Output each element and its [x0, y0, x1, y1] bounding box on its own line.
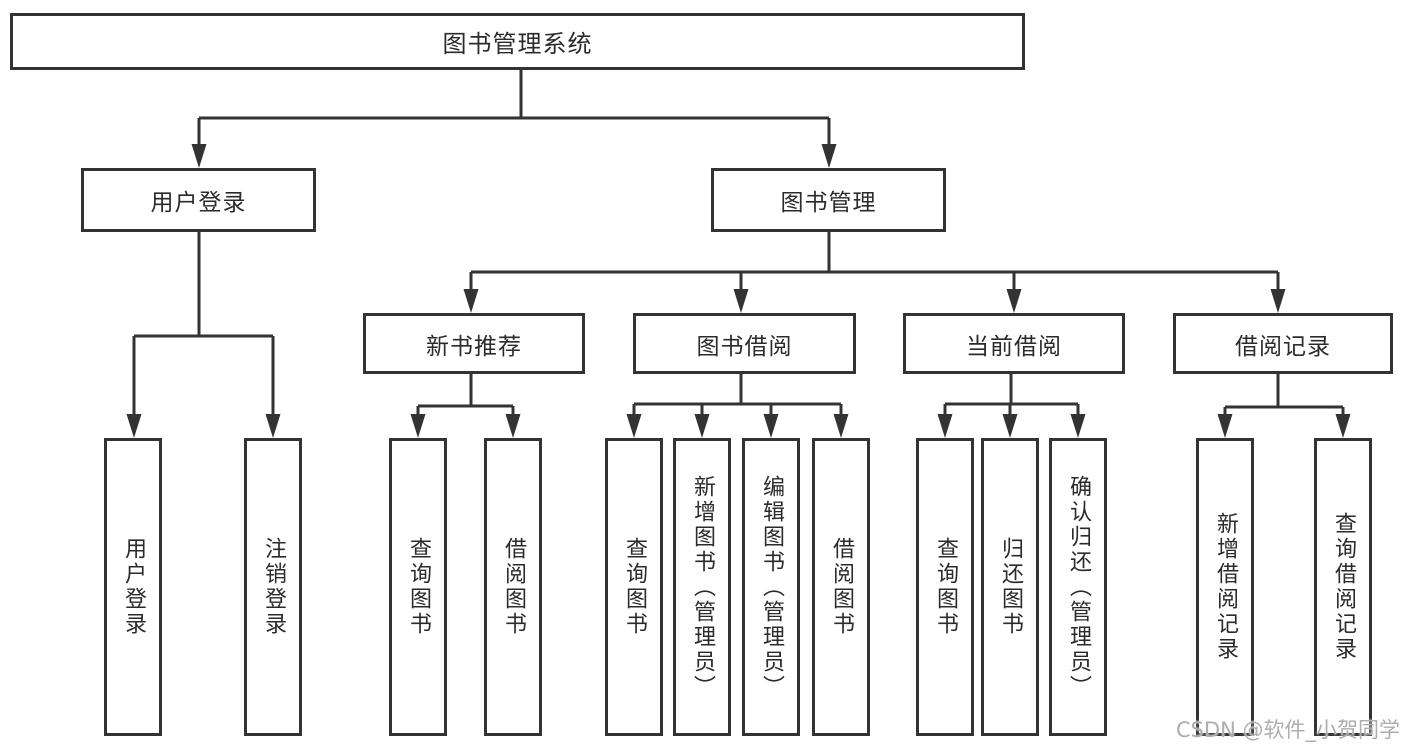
node-current-borrow: 当前借阅 — [903, 313, 1125, 374]
leaf-return-books: 归还图书 — [981, 438, 1039, 736]
leaf-user-login-label: 用户登录 — [121, 537, 146, 637]
node-current-borrow-label: 当前借阅 — [966, 333, 1062, 360]
leaf-confirm-return-admin: 确认归还（管理员） — [1049, 438, 1107, 736]
node-borrow-records: 借阅记录 — [1173, 313, 1393, 374]
leaf-query-borrow-record-label: 查询借阅记录 — [1331, 512, 1356, 662]
node-root: 图书管理系统 — [10, 13, 1025, 70]
leaf-add-borrow-record: 新增借阅记录 — [1196, 438, 1254, 736]
leaf-user-login: 用户登录 — [104, 438, 162, 736]
leaf-recommend-borrow-books: 借阅图书 — [484, 438, 542, 736]
node-book-borrow-label: 图书借阅 — [696, 333, 793, 360]
leaf-borrow-query-books: 查询图书 — [605, 438, 663, 736]
leaf-add-books-admin-label: 新增图书（管理员） — [690, 474, 715, 700]
leaf-add-books-admin: 新增图书（管理员） — [673, 438, 731, 736]
node-root-label: 图书管理系统 — [442, 30, 593, 58]
leaf-logout-label: 注销登录 — [261, 537, 286, 637]
node-new-book-recommend-label: 新书推荐 — [426, 333, 522, 360]
leaf-current-query-books: 查询图书 — [916, 438, 974, 736]
leaf-recommend-query-books-label: 查询图书 — [406, 537, 431, 637]
leaf-borrow-query-books-label: 查询图书 — [622, 537, 647, 637]
node-user-login-label: 用户登录 — [150, 190, 247, 216]
leaf-borrow-books: 借阅图书 — [812, 438, 870, 736]
node-borrow-records-label: 借阅记录 — [1235, 333, 1331, 360]
leaf-current-query-books-label: 查询图书 — [933, 537, 958, 637]
leaf-return-books-label: 归还图书 — [998, 537, 1023, 637]
leaf-confirm-return-admin-label: 确认归还（管理员） — [1066, 474, 1091, 700]
node-book-management-label: 图书管理 — [780, 190, 877, 216]
leaf-recommend-borrow-books-label: 借阅图书 — [501, 537, 526, 637]
csdn-watermark: CSDN @软件_小贺同学 — [1176, 718, 1401, 742]
node-user-login: 用户登录 — [81, 168, 316, 232]
leaf-edit-books-admin: 编辑图书（管理员） — [742, 438, 800, 736]
leaf-borrow-books-label: 借阅图书 — [829, 537, 854, 637]
leaf-add-borrow-record-label: 新增借阅记录 — [1213, 512, 1238, 662]
leaf-logout: 注销登录 — [244, 438, 302, 736]
leaf-recommend-query-books: 查询图书 — [389, 438, 447, 736]
leaf-query-borrow-record: 查询借阅记录 — [1314, 438, 1372, 736]
node-book-borrow: 图书借阅 — [633, 313, 856, 374]
node-new-book-recommend: 新书推荐 — [363, 313, 585, 374]
node-book-management: 图书管理 — [711, 168, 946, 232]
leaf-edit-books-admin-label: 编辑图书（管理员） — [759, 474, 784, 700]
